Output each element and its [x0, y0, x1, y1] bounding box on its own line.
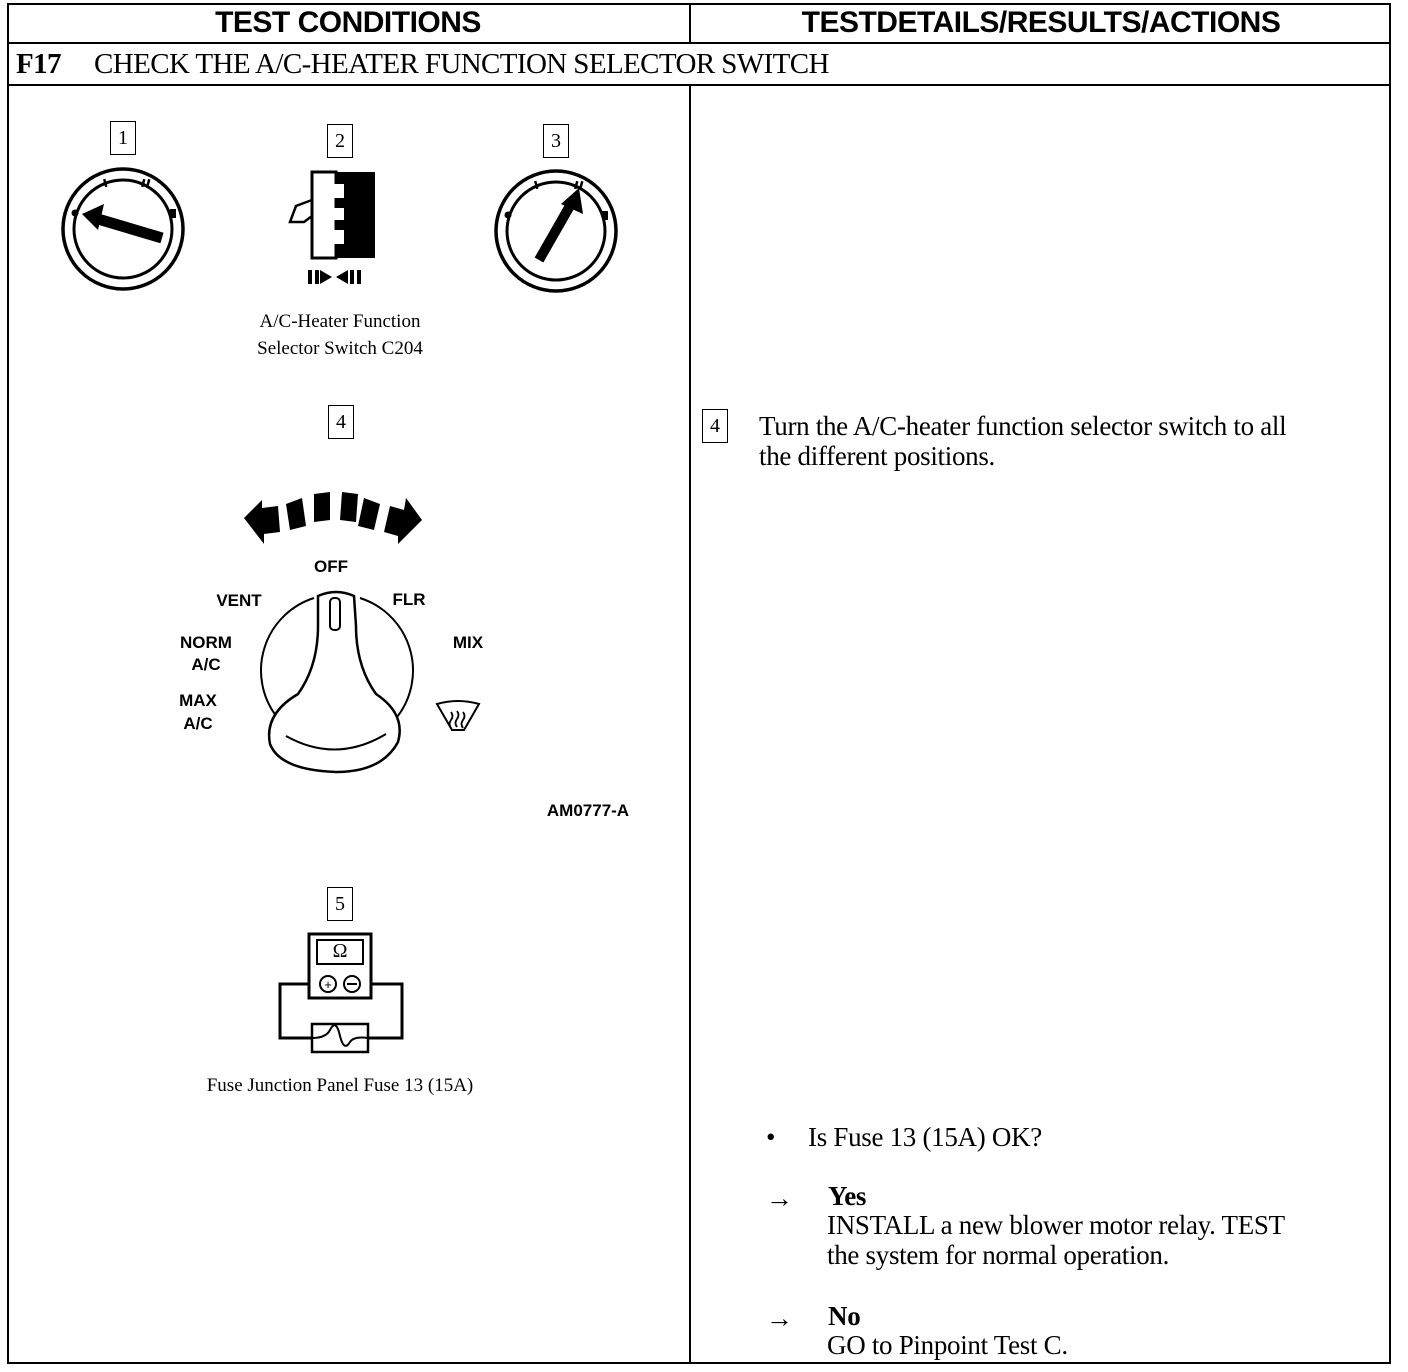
- step-3-box: 3: [543, 124, 569, 158]
- table-frame: [7, 3, 1391, 1364]
- figure-id: AM0777-A: [546, 801, 630, 820]
- step-1-box: 1: [110, 121, 136, 155]
- ohmmeter-fuse-diagram: +: [278, 932, 404, 1054]
- yes-text-line-2: the system for normal operation.: [827, 1240, 1170, 1270]
- question-text: Is Fuse 13 (15A) OK?: [808, 1122, 1042, 1152]
- test-title-row: F17 CHECK THE A/C-HEATER FUNCTION SELECT…: [16, 45, 829, 83]
- header-test-details: TESTDETAILS/RESULTS/ACTIONS: [801, 6, 1281, 39]
- rotation-arrows-icon: [244, 492, 422, 544]
- dial-label-norm-ac: A/C: [191, 655, 221, 674]
- dial-label-max-ac: A/C: [183, 714, 213, 733]
- body-column-divider: [689, 85, 691, 1364]
- function-selector-knob-icon: [260, 590, 414, 774]
- right-step-4-box: 4: [702, 409, 728, 443]
- svg-text:+: +: [324, 977, 332, 992]
- yes-text-line-1: INSTALL a new blower motor relay. TEST: [827, 1210, 1285, 1240]
- header-test-conditions: TEST CONDITIONS: [215, 6, 481, 39]
- step-2-box: 2: [327, 124, 353, 158]
- title-divider: [7, 84, 1391, 86]
- dial-label-vent: VENT: [216, 591, 262, 610]
- yes-arrow-icon: →: [766, 1183, 793, 1213]
- instruction-line-2: the different positions.: [759, 441, 996, 471]
- switch-caption-line-1: A/C-Heater Function: [259, 311, 421, 332]
- dial-label-mix: MIX: [452, 633, 484, 652]
- header-column-divider: [689, 3, 691, 43]
- dial-label-norm: NORM: [180, 633, 232, 652]
- connector-icon: [288, 170, 375, 284]
- question-bullet: •: [766, 1122, 776, 1152]
- dial-label-max: MAX: [179, 691, 217, 710]
- step-4-box: 4: [328, 405, 354, 439]
- no-label: No: [828, 1301, 861, 1331]
- defrost-icon: [435, 700, 481, 731]
- dial-label-off: OFF: [314, 557, 348, 576]
- yes-label: Yes: [828, 1181, 867, 1211]
- test-code: F17: [16, 47, 62, 80]
- dial-label-flr: FLR: [392, 590, 426, 609]
- ignition-switch-run-icon: [494, 169, 618, 293]
- instruction-line-1: Turn the A/C-heater function selector sw…: [759, 411, 1287, 441]
- header-divider: [7, 42, 1391, 44]
- no-arrow-icon: →: [766, 1303, 793, 1333]
- switch-caption-line-2: Selector Switch C204: [257, 338, 423, 359]
- fuse-caption: Fuse Junction Panel Fuse 13 (15A): [206, 1075, 474, 1096]
- step-5-box: 5: [327, 887, 353, 921]
- ignition-switch-off-icon: [61, 167, 185, 291]
- ohm-symbol: Ω: [332, 940, 348, 962]
- test-title: CHECK THE A/C-HEATER FUNCTION SELECTOR S…: [94, 47, 829, 80]
- no-text: GO to Pinpoint Test C.: [827, 1330, 1068, 1360]
